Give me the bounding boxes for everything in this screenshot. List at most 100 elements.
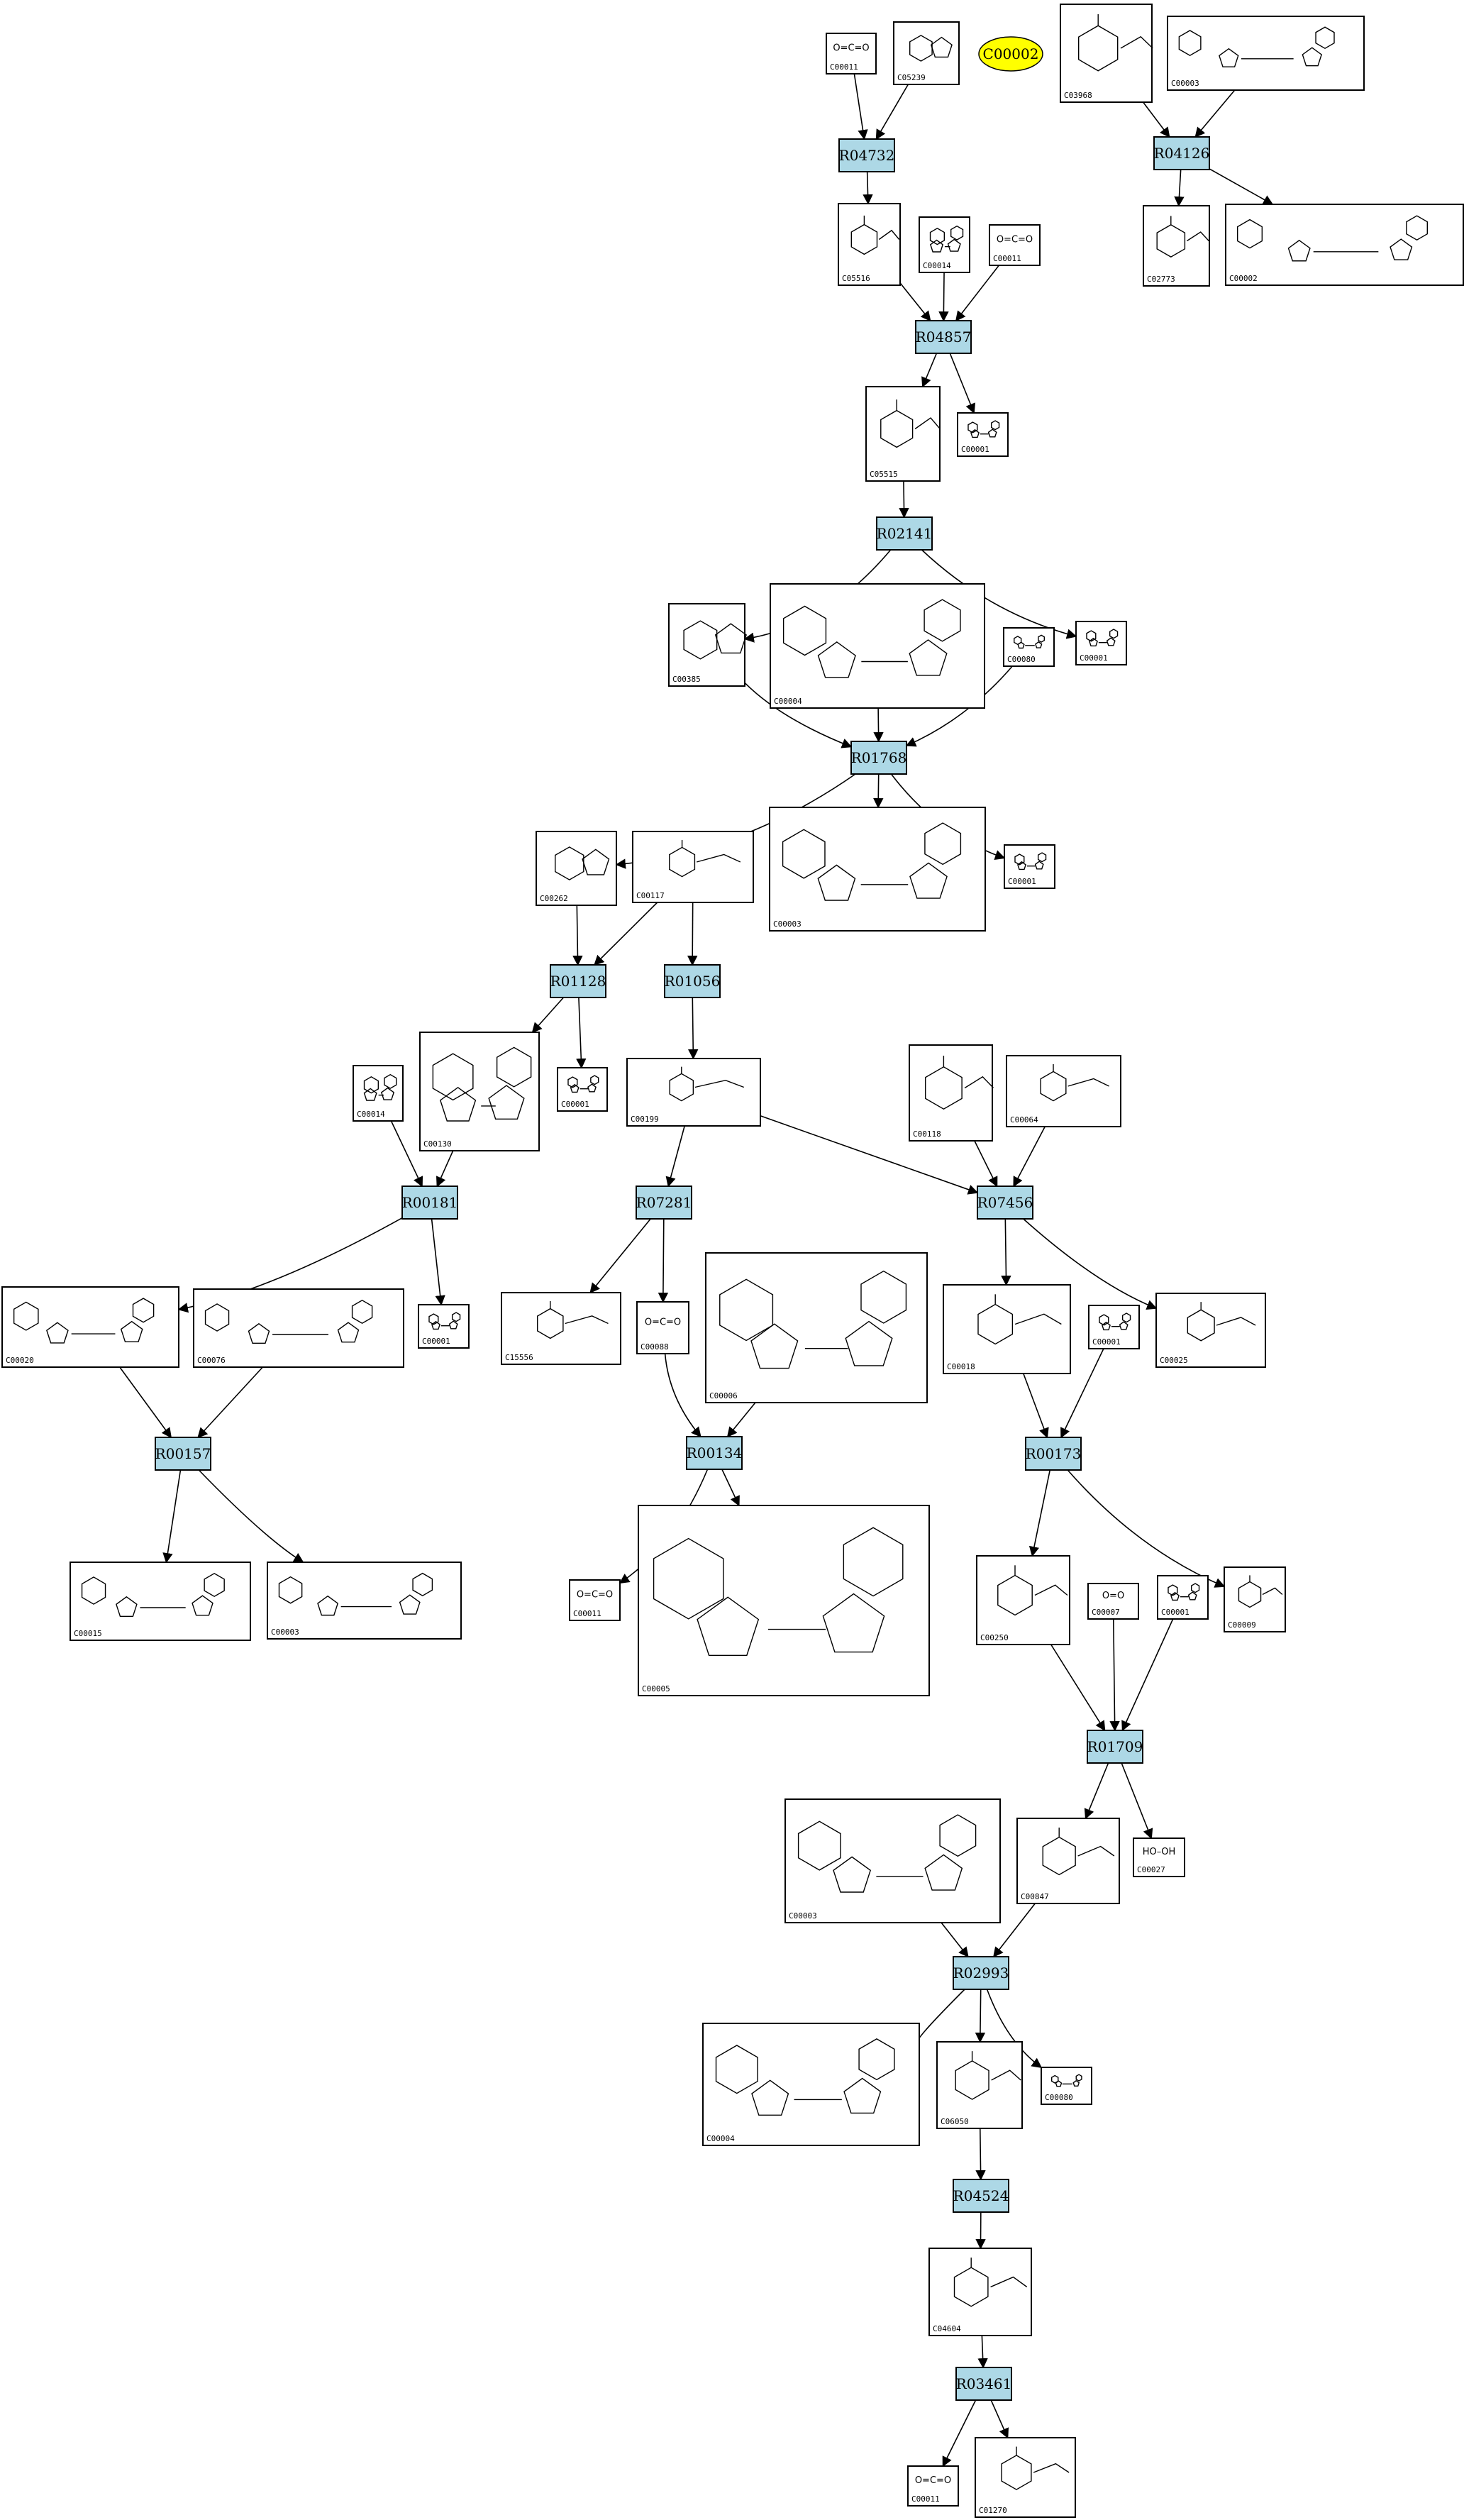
- compound-id-label: C00011: [573, 1609, 601, 1618]
- compound-node[interactable]: C00001: [418, 1304, 470, 1349]
- reaction-node[interactable]: R04732: [838, 138, 895, 172]
- formula-text: O=C=O: [915, 2475, 951, 2486]
- structure-drawing: [683, 620, 747, 660]
- compound-box: [975, 2437, 1076, 2518]
- reaction-node[interactable]: R00134: [686, 1436, 743, 1470]
- compound-node[interactable]: C00001: [1157, 1575, 1209, 1620]
- compound-node[interactable]: C00004: [702, 2023, 920, 2146]
- reaction-box: [1025, 1437, 1082, 1471]
- compound-node[interactable]: C00080: [1041, 2067, 1092, 2105]
- reaction-node[interactable]: R02993: [953, 1956, 1009, 1990]
- compound-node[interactable]: C00064: [1006, 1055, 1121, 1127]
- edge-arrow: [1142, 101, 1170, 138]
- compound-node[interactable]: C00130: [419, 1032, 540, 1151]
- reaction-node[interactable]: R00173: [1025, 1437, 1082, 1471]
- edge-arrow: [1174, 169, 1185, 207]
- reaction-node[interactable]: R04126: [1153, 136, 1210, 170]
- compound-node[interactable]: C00001: [557, 1067, 608, 1112]
- structure-drawing: [567, 1075, 599, 1093]
- compound-node[interactable]: C00847: [1016, 1818, 1120, 1904]
- compound-node[interactable]: C00002: [1225, 204, 1464, 286]
- edge-arrow: [197, 1366, 263, 1439]
- reaction-node[interactable]: R03461: [955, 2367, 1012, 2401]
- reaction-node[interactable]: R00157: [155, 1437, 211, 1471]
- compound-node[interactable]: C00018: [943, 1284, 1071, 1374]
- structure-drawing: [1086, 629, 1119, 647]
- compound-id-label: C00847: [1021, 1892, 1049, 1901]
- compound-id-label: C00001: [961, 445, 989, 454]
- compound-node[interactable]: C00014: [353, 1065, 404, 1122]
- edge-arrow: [726, 1402, 756, 1438]
- compound-id-label: C00064: [1010, 1115, 1038, 1124]
- compound-node[interactable]: C05516: [838, 203, 901, 286]
- reaction-node[interactable]: R01056: [664, 964, 721, 998]
- compound-node[interactable]: C00262: [536, 831, 617, 906]
- reaction-node[interactable]: R02141: [876, 516, 933, 551]
- reaction-node[interactable]: R00181: [401, 1186, 458, 1220]
- compound-box: [1225, 204, 1464, 286]
- compound-node[interactable]: C00076: [193, 1288, 404, 1368]
- compound-node[interactable]: C00005: [638, 1505, 930, 1696]
- compound-node[interactable]: C00003: [267, 1562, 462, 1640]
- compound-node[interactable]: C00001: [1075, 621, 1127, 665]
- compound-node[interactable]: C05515: [865, 386, 941, 482]
- edge-arrow: [665, 1125, 685, 1188]
- compound-node[interactable]: C00006: [705, 1252, 928, 1403]
- edge-arrow: [853, 73, 868, 140]
- compound-node[interactable]: C00025: [1155, 1293, 1266, 1368]
- edge-arrow: [1013, 1126, 1046, 1188]
- compound-node[interactable]: C00001: [1004, 844, 1055, 889]
- compound-box: [770, 583, 985, 709]
- compound-node[interactable]: C00080: [1003, 627, 1055, 667]
- reaction-node[interactable]: R01128: [550, 964, 606, 998]
- reaction-node[interactable]: R07281: [636, 1186, 692, 1220]
- structure-drawing: [782, 599, 961, 678]
- compound-node[interactable]: C00001: [957, 412, 1009, 457]
- compound-node[interactable]: C00117: [632, 831, 754, 903]
- compound-node[interactable]: C15556: [501, 1292, 621, 1365]
- compound-node[interactable]: C00250: [976, 1555, 1070, 1645]
- compound-node[interactable]: C05239: [893, 21, 960, 85]
- compound-box: [418, 1304, 470, 1349]
- reaction-node[interactable]: R04524: [953, 2179, 1009, 2213]
- compound-id-label: C06050: [941, 2117, 969, 2126]
- edge-arrow: [974, 1140, 998, 1188]
- reaction-node[interactable]: R01768: [850, 741, 907, 775]
- compound-node[interactable]: C00001: [1088, 1305, 1140, 1349]
- reaction-node[interactable]: R01709: [1087, 1730, 1143, 1764]
- reaction-node[interactable]: R07456: [977, 1186, 1033, 1220]
- compound-node[interactable]: C00015: [70, 1562, 251, 1641]
- compound-node[interactable]: C00020: [1, 1286, 179, 1368]
- compound-node[interactable]: C00004: [770, 583, 985, 709]
- structure-drawing: [1014, 634, 1046, 649]
- edge-arrow: [873, 773, 884, 809]
- structure-drawing: [204, 1300, 373, 1344]
- compound-node[interactable]: C06050: [936, 2041, 1023, 2129]
- compound-node[interactable]: C00199: [626, 1058, 761, 1127]
- compound-box: [501, 1292, 621, 1365]
- compound-node[interactable]: C00003: [784, 1798, 1001, 1923]
- reaction-node[interactable]: R04857: [915, 320, 972, 354]
- compound-node[interactable]: C00118: [909, 1044, 994, 1142]
- compound-node[interactable]: C00385: [668, 603, 747, 687]
- compound-node[interactable]: C03968: [1060, 4, 1153, 103]
- compound-node[interactable]: C00003: [1167, 16, 1365, 91]
- compound-node[interactable]: C04604: [928, 2248, 1032, 2336]
- compound-node[interactable]: C00014: [919, 216, 970, 273]
- compound-box: [957, 412, 1009, 457]
- root-compound-oval[interactable]: C00002: [978, 36, 1043, 72]
- compound-id-label: C03968: [1064, 91, 1092, 100]
- compound-node[interactable]: C00009: [1224, 1566, 1286, 1632]
- compound-node[interactable]: C00003: [769, 807, 986, 932]
- compound-node[interactable]: C02773: [1143, 205, 1210, 287]
- compound-node[interactable]: C01270: [975, 2437, 1076, 2518]
- compound-box: [636, 1301, 689, 1354]
